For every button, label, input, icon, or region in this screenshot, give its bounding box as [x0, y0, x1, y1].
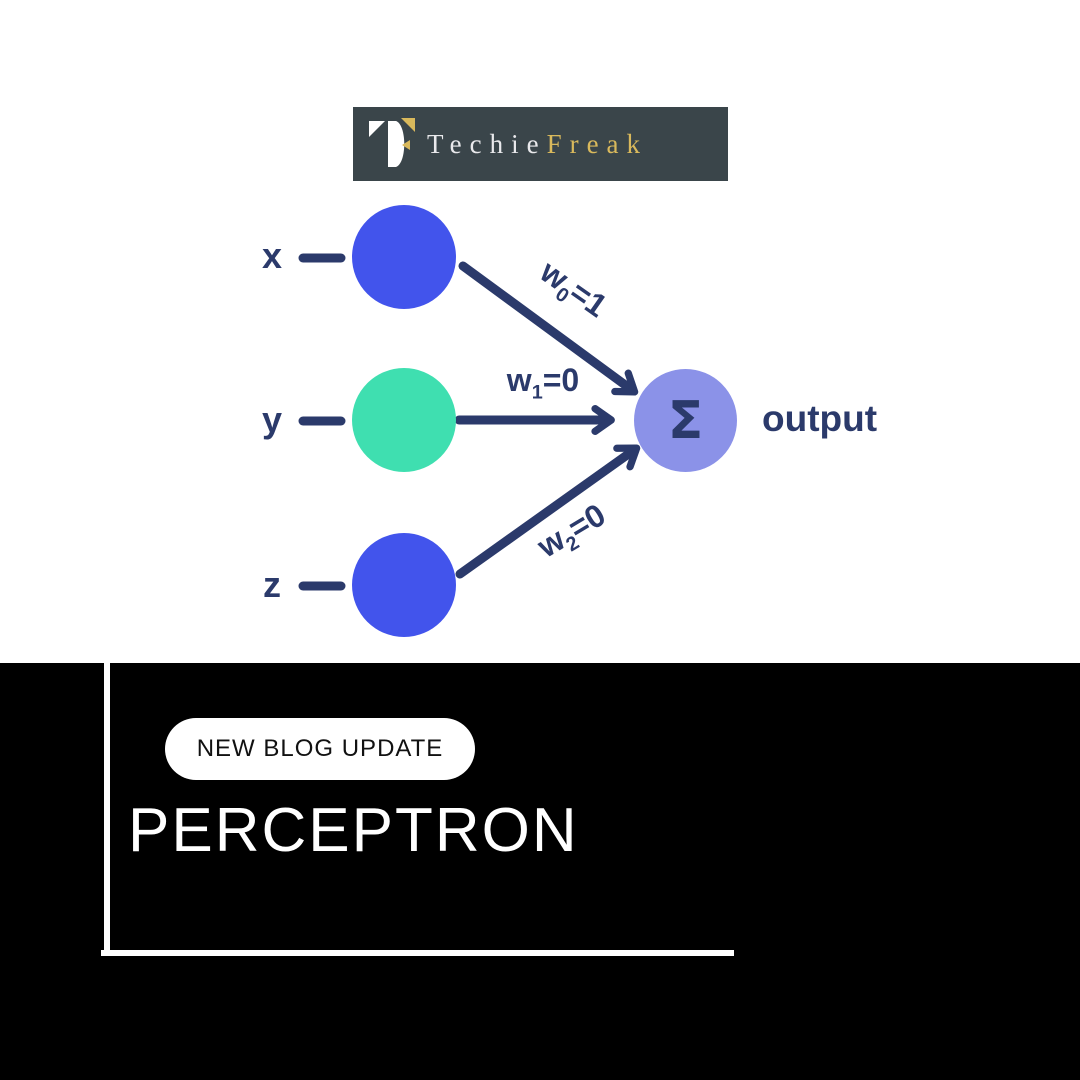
brand-logo-icon [369, 118, 415, 167]
input-node-x [352, 205, 456, 309]
weight-w1-value: =0 [542, 362, 580, 398]
brand-logo: Techie Freak [353, 107, 728, 181]
connection-z-to-sum [455, 444, 641, 579]
input-label-x: x [261, 235, 283, 276]
brand-name: Techie Freak [427, 129, 648, 160]
frame-line-vertical [104, 663, 110, 956]
output-label: output [762, 398, 878, 439]
connection-x-to-sum [458, 261, 639, 396]
input-node-z [352, 533, 456, 637]
perceptron-diagram: x y z w0=1 w1=0 w2=0 Σ output [261, 205, 878, 637]
new-blog-badge-label: NEW BLOG UPDATE [196, 735, 444, 762]
brand-name-first: Techie [427, 128, 547, 159]
input-node-y [352, 368, 456, 472]
weight-w1-base: w [506, 362, 532, 398]
sum-node: Σ [634, 369, 737, 472]
connection-arrows [298, 253, 641, 591]
sigma-symbol: Σ [667, 390, 704, 451]
frame-line-horizontal [101, 950, 734, 956]
input-label-z: z [263, 564, 281, 605]
brand-name-second: Freak [546, 128, 649, 159]
weight-w1-sub: 1 [531, 381, 543, 404]
weight-label-w1: w1=0 [483, 362, 603, 404]
page-title: PERCEPTRON [128, 796, 579, 865]
input-label-y: y [261, 399, 283, 440]
new-blog-badge: NEW BLOG UPDATE [165, 718, 475, 780]
banner-section: NEW BLOG UPDATE PERCEPTRON [0, 663, 1080, 1080]
